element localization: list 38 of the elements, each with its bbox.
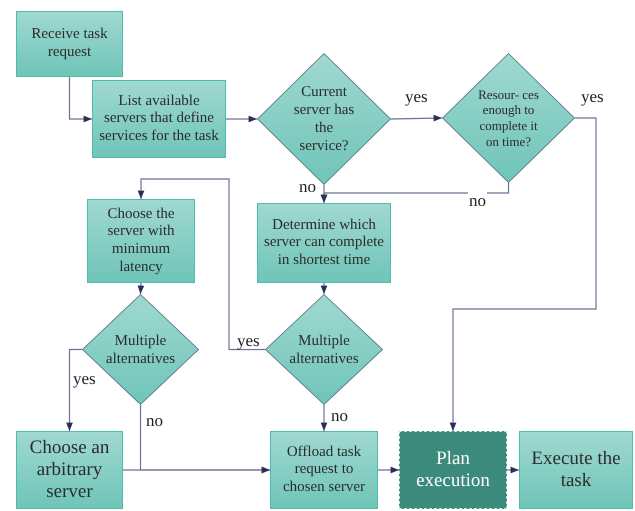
- node-text: Multiple alternatives: [104, 332, 176, 368]
- node-text: Multiple alternatives: [288, 332, 360, 368]
- node-text: Current server has the service?: [292, 83, 356, 155]
- node-text: Receive task request: [30, 26, 109, 62]
- edge-label: no: [298, 178, 317, 195]
- node-text: Choose the server with minimum latency: [106, 206, 176, 276]
- node-text: Determine which server can complete in shortest time: [263, 216, 385, 270]
- node-text: Choose an arbitrary server: [28, 436, 110, 504]
- process-box: [16, 11, 123, 77]
- process-box: [16, 431, 123, 509]
- edge-label: no: [468, 192, 487, 209]
- connector-arrow: [320, 405, 328, 431]
- process-box: [87, 199, 195, 283]
- connector-arrow: [66, 348, 82, 431]
- connector-arrow: [507, 466, 519, 474]
- process-box: [519, 431, 633, 509]
- node-text: List available servers that define services for the task: [98, 92, 220, 146]
- process-box: [270, 431, 378, 509]
- decision-diamond: [257, 53, 391, 185]
- process-box: [92, 80, 226, 158]
- node-text: Plan execution: [415, 448, 491, 492]
- connector-arrow: [138, 282, 144, 294]
- node-text: Execute the task: [530, 448, 622, 492]
- connector-arrow: [378, 466, 399, 474]
- connector-arrow: [226, 116, 257, 122]
- connector-arrow: [320, 283, 328, 294]
- connector-arrow: [68, 77, 92, 122]
- process-box: [257, 203, 391, 283]
- connector-arrow: [138, 178, 265, 350]
- decision-diamond: [265, 294, 383, 405]
- connector-arrow: [450, 117, 597, 431]
- node-text: Offload task request to chosen server: [282, 444, 366, 496]
- process-box: [399, 431, 507, 509]
- connector-arrow: [390, 114, 442, 122]
- decision-diamond: [442, 53, 575, 183]
- connector-arrow: [320, 183, 510, 203]
- connector-arrow: [123, 466, 270, 474]
- node-text: Resour- ces enough to complete it on time?: [477, 86, 540, 150]
